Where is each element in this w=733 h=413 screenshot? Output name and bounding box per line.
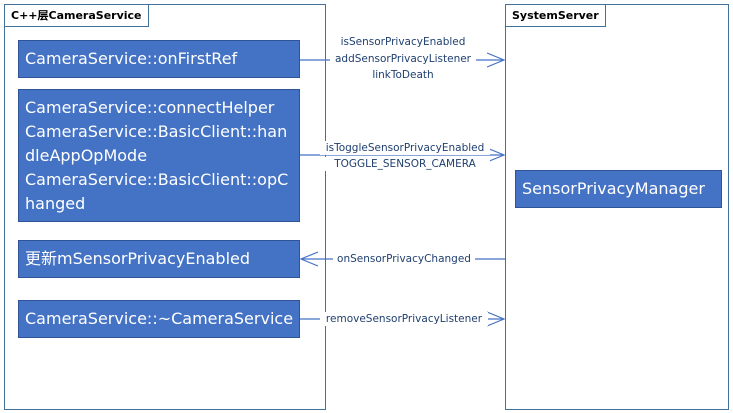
connect-helper-line-5: hanged — [25, 194, 86, 213]
connect-helper-line-1: CameraService::connectHelper — [25, 98, 275, 117]
connector-fourth-arrowhead — [486, 311, 506, 327]
connect-helper-line-3: dleAppOpMode — [25, 146, 148, 165]
connector-first-label-2: addSensorPrivacyListener — [330, 52, 476, 66]
destructor-box: CameraService::~CameraService — [18, 300, 300, 338]
connector-third-label: onSensorPrivacyChanged — [333, 252, 475, 266]
system-server-title: SystemServer — [506, 5, 606, 27]
connect-helper-line-4: CameraService::BasicClient::opC — [25, 170, 289, 189]
update-enabled-label: 更新mSensorPrivacyEnabled — [25, 249, 251, 268]
on-first-ref-box: CameraService::onFirstRef — [18, 40, 300, 78]
connect-helper-box: CameraService::connectHelper CameraServi… — [18, 89, 300, 222]
connector-second-label-1: isToggleSensorPrivacyEnabled — [320, 141, 490, 155]
camera-service-title: C++层CameraService — [5, 5, 149, 27]
connect-helper-line-2: CameraService::BasicClient::han — [25, 122, 288, 141]
connector-fourth-label: removeSensorPrivacyListener — [320, 312, 488, 326]
destructor-label: CameraService::~CameraService — [25, 309, 294, 328]
connector-first-label-1: isSensorPrivacyEnabled — [330, 35, 476, 49]
connector-second-arrowhead — [486, 147, 506, 163]
connector-first-arrowhead — [486, 52, 506, 68]
connector-third-arrowhead — [299, 251, 319, 267]
on-first-ref-label: CameraService::onFirstRef — [25, 49, 238, 68]
connector-second-label-2: TOGGLE_SENSOR_CAMERA — [320, 157, 490, 171]
sensor-privacy-manager-label: SensorPrivacyManager — [522, 179, 705, 198]
connector-first-label-3: linkToDeath — [330, 68, 476, 82]
sensor-privacy-manager-box: SensorPrivacyManager — [515, 170, 722, 208]
